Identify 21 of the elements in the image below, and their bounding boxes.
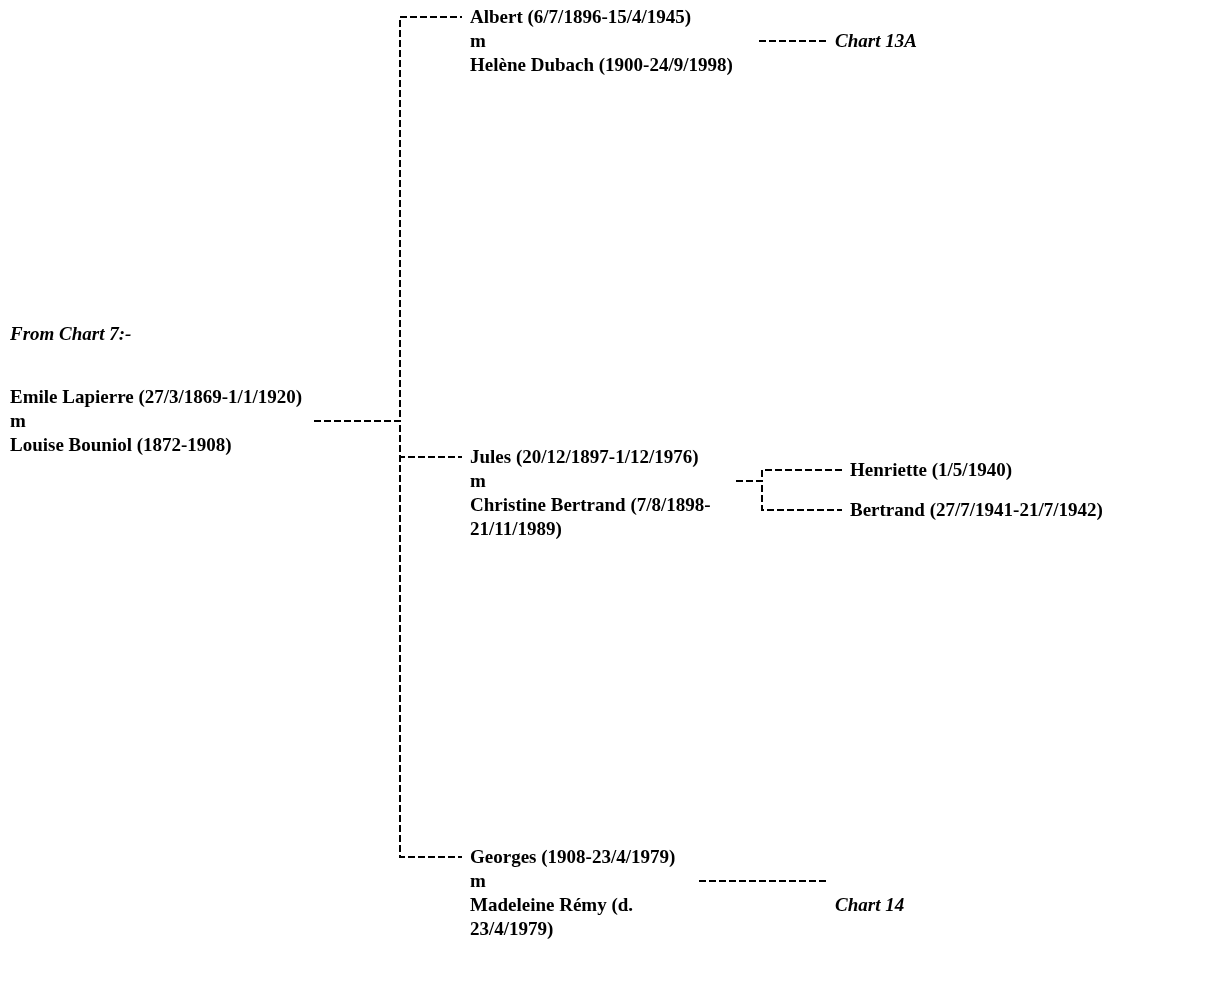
person-name: Madeleine Rémy (d. 23/4/1979) bbox=[470, 893, 635, 941]
chart-reference: Chart 13A bbox=[835, 29, 917, 53]
marriage-mark: m bbox=[10, 409, 26, 433]
note-text: From Chart 7:- bbox=[10, 322, 132, 346]
connector-line bbox=[313, 420, 463, 858]
marriage-mark: m bbox=[470, 869, 486, 893]
person-name: Helène Dubach (1900-24/9/1998) bbox=[470, 53, 734, 77]
marriage-mark: m bbox=[470, 469, 486, 493]
person-name: Georges (1908-23/4/1979) bbox=[470, 845, 677, 869]
person-name: Henriette (1/5/1940) bbox=[850, 458, 1012, 482]
person-name: Bertrand (27/7/1941-21/7/1942) bbox=[850, 498, 1103, 522]
chart-reference: Chart 14 bbox=[835, 893, 905, 917]
connector-line bbox=[698, 880, 828, 882]
person-name: Albert (6/7/1896-15/4/1945) bbox=[470, 5, 693, 29]
person-name: Jules (20/12/1897-1/12/1976) bbox=[470, 445, 700, 469]
person-name: Christine Bertrand (7/8/1898-21/11/1989) bbox=[470, 493, 712, 541]
marriage-mark: m bbox=[470, 29, 486, 53]
connector-line bbox=[758, 40, 828, 42]
person-name: Louise Bouniol (1872-1908) bbox=[10, 433, 233, 457]
connector-line bbox=[735, 480, 843, 511]
person-name: Emile Lapierre (27/3/1869-1/1/1920) bbox=[10, 385, 303, 409]
